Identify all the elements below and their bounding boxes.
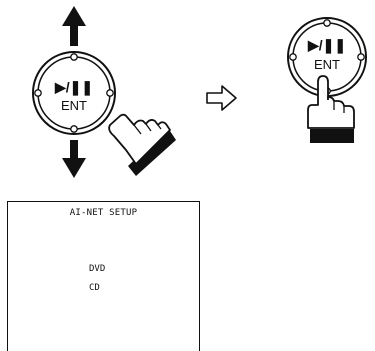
knob-notch-top xyxy=(70,53,78,61)
left-ent-label: ENT xyxy=(61,98,87,113)
left-play-pause-label: ▶/❚❚ xyxy=(54,79,93,96)
remote-operation-diagram: ▶/❚❚ ENT ▶/❚❚ ENT xyxy=(32,6,367,178)
right-ent-label: ENT xyxy=(314,57,340,72)
left-hand-icon xyxy=(108,113,176,176)
right-hand-press-icon xyxy=(307,75,355,143)
knob-notch-left xyxy=(289,53,297,61)
knob-notch-bottom xyxy=(70,125,78,133)
osd-setup-screen: AI-NET SETUP DVD CD xyxy=(7,201,200,351)
osd-menu-item-cd[interactable]: CD xyxy=(89,283,100,293)
osd-menu-item-dvd[interactable]: DVD xyxy=(89,264,106,274)
knob-notch-right xyxy=(106,89,114,97)
knob-notch-left xyxy=(34,89,42,97)
osd-title: AI-NET SETUP xyxy=(69,208,138,218)
up-arrow-icon xyxy=(62,6,86,46)
right-play-pause-label: ▶/❚❚ xyxy=(307,37,346,54)
knob-notch-top xyxy=(323,19,331,27)
left-multi-control-knob[interactable]: ▶/❚❚ ENT xyxy=(32,51,116,135)
down-arrow-icon xyxy=(62,140,86,178)
knob-notch-right xyxy=(357,53,365,61)
transition-arrow-icon xyxy=(206,85,237,111)
